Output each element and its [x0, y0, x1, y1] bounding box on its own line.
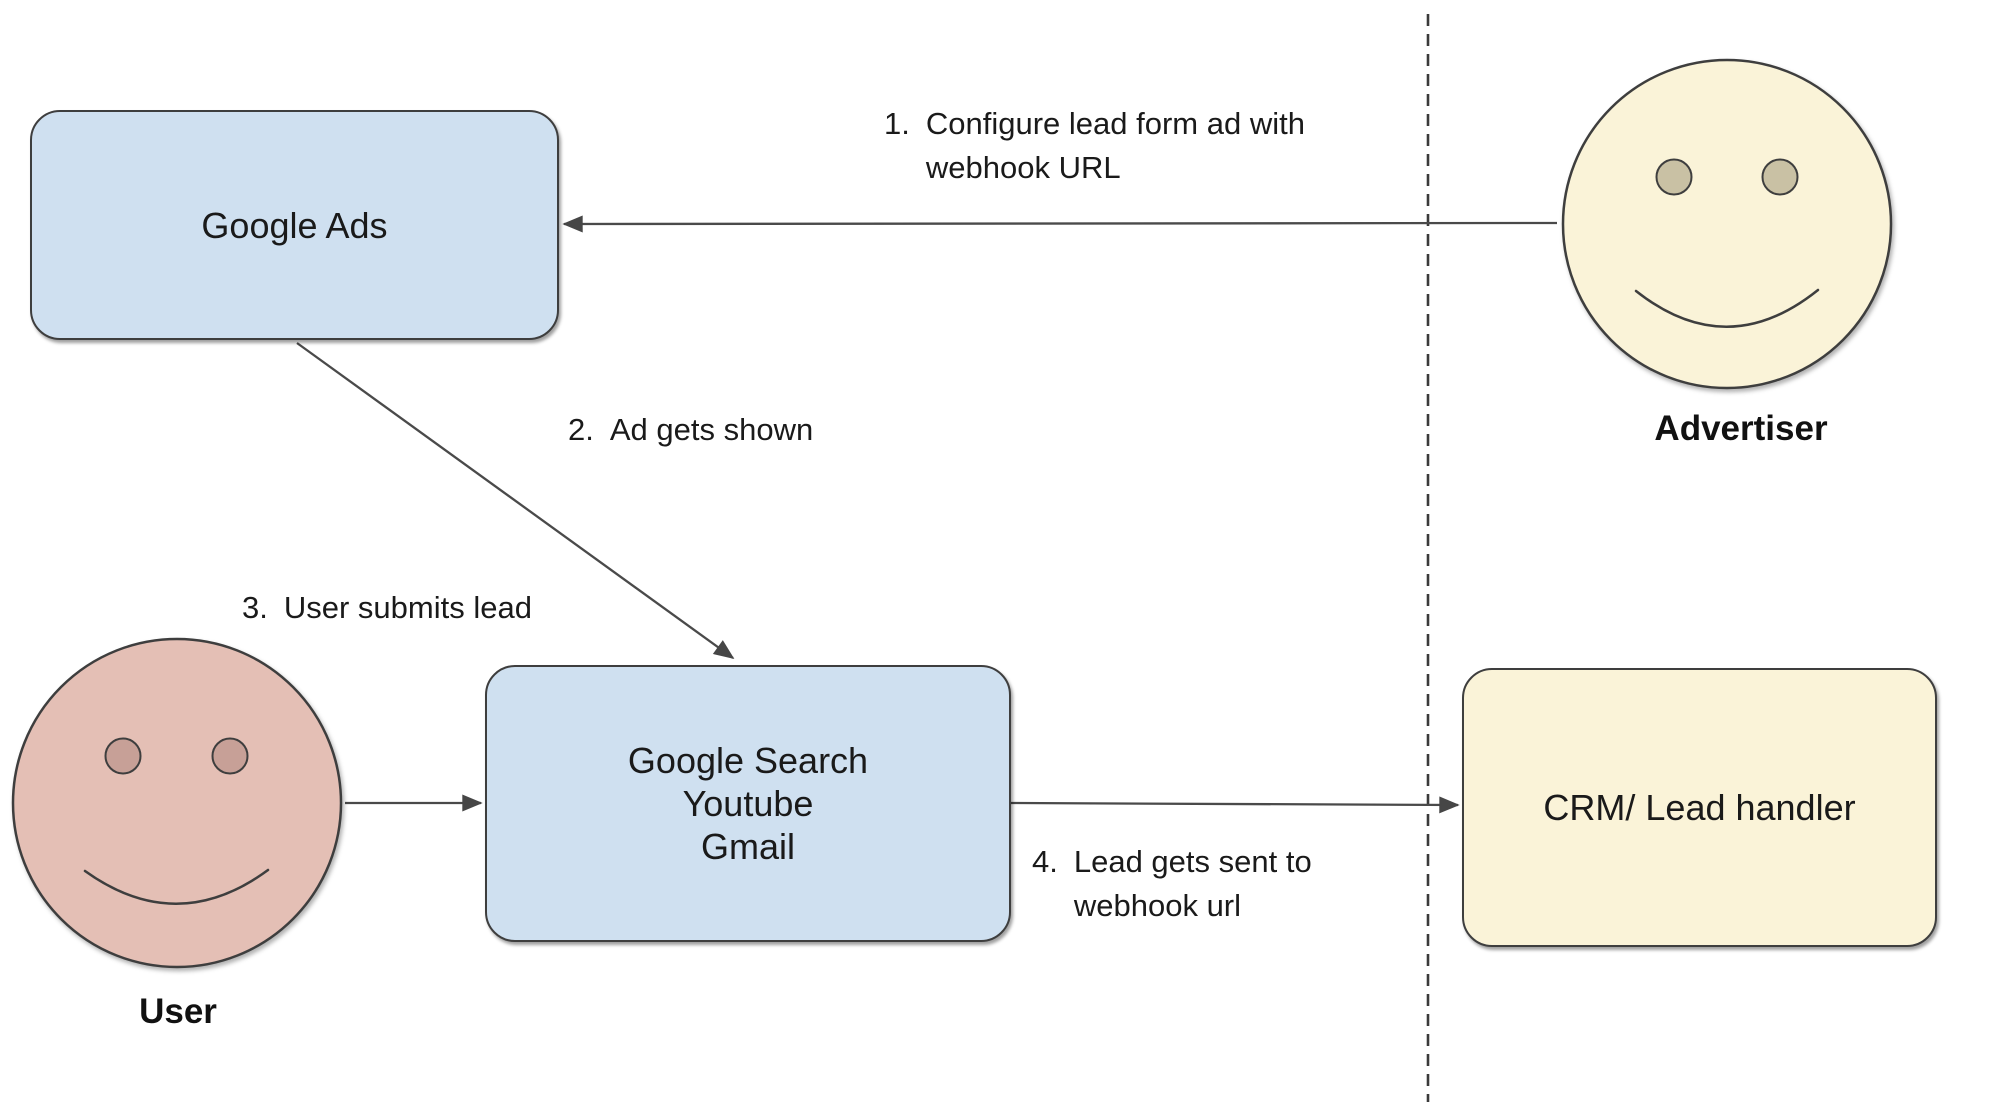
node-google-ads-label: Google Ads: [201, 204, 388, 246]
user-smile-icon: [83, 868, 270, 905]
arrow-lead-sent-to-webhook: [1010, 796, 1460, 814]
user-label: User: [139, 992, 217, 1031]
advertiser-avatar: [1561, 58, 1893, 390]
node-platforms-line-1: Google Search: [627, 740, 869, 781]
step-3-number: 3.: [242, 590, 268, 625]
advertiser-smile-icon: [1634, 288, 1820, 328]
step-label-4: 4. Lead gets sent to webhook url: [1032, 840, 1346, 928]
arrow-configure-lead-form: [562, 215, 1558, 233]
step-1-number: 1.: [884, 106, 910, 141]
user-right-eye-icon: [211, 737, 249, 775]
node-google-platforms: Google Search Youtube Gmail: [485, 665, 1011, 942]
user-avatar: [11, 637, 343, 969]
step-4-number: 4.: [1032, 844, 1058, 879]
step-4-text: Lead gets sent to webhook url: [1073, 844, 1312, 923]
step-3-text: User submits lead: [283, 590, 532, 625]
user-face-circle: [11, 637, 343, 969]
advertiser-right-eye-icon: [1761, 158, 1799, 196]
step-2-number: 2.: [568, 412, 594, 447]
node-crm-label: CRM/ Lead handler: [1543, 787, 1856, 828]
node-platforms-line-3: Gmail: [700, 826, 795, 867]
step-label-2: 2. Ad gets shown: [568, 408, 813, 452]
step-label-1: 1. Configure lead form ad with webhook U…: [884, 102, 1318, 190]
user-left-eye-icon: [104, 737, 142, 775]
advertiser-left-eye-icon: [1655, 158, 1693, 196]
step-1-text: Configure lead form ad with webhook URL: [925, 106, 1305, 185]
advertiser-face-circle: [1561, 58, 1893, 390]
step-label-3: 3. User submits lead: [242, 586, 532, 630]
node-crm-lead-handler: CRM/ Lead handler: [1462, 668, 1937, 947]
arrow-ad-gets-shown: [296, 342, 735, 659]
node-google-ads: Google Ads: [30, 110, 559, 340]
advertiser-label: Advertiser: [1654, 409, 1828, 448]
node-platforms-line-2: Youtube: [682, 783, 814, 824]
step-2-text: Ad gets shown: [609, 412, 814, 447]
